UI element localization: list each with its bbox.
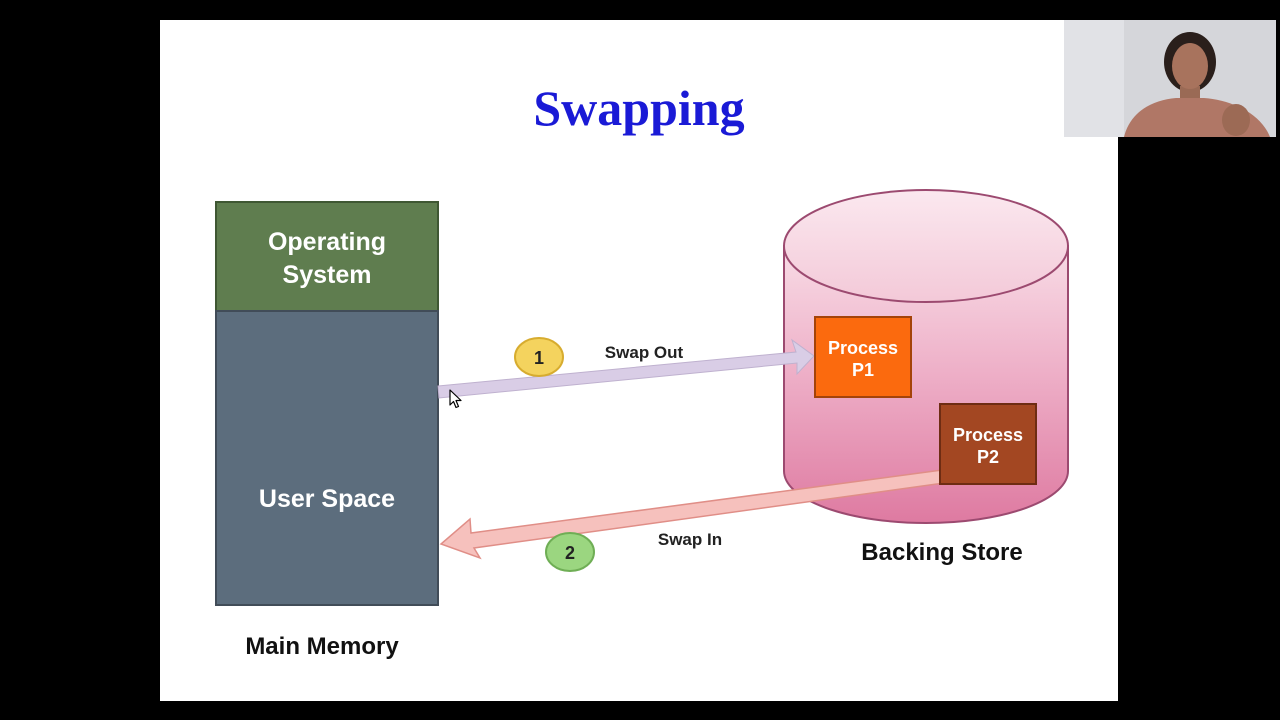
swap-out-arrow <box>437 338 815 399</box>
process-p2-line2: P2 <box>977 447 999 467</box>
presenter-webcam-icon <box>1064 20 1276 137</box>
process-p1-line1: Process <box>828 338 898 358</box>
process-p2-block: Process P2 <box>939 403 1037 485</box>
os-block: Operating System <box>215 201 439 312</box>
slide-title: Swapping <box>533 80 745 136</box>
os-label-line1: Operating <box>268 228 386 256</box>
user-space-label: User Space <box>259 485 395 513</box>
swap-in-arrow <box>439 469 945 560</box>
main-memory-caption: Main Memory <box>245 633 399 660</box>
presenter-webcam <box>1064 20 1276 137</box>
backing-store-caption: Backing Store <box>861 539 1022 566</box>
step-2-number: 2 <box>565 543 575 563</box>
step-1-number: 1 <box>534 348 544 368</box>
process-p1-block: Process P1 <box>814 316 912 398</box>
process-p2-line1: Process <box>953 425 1023 445</box>
step-2-badge: 2 <box>545 532 595 572</box>
user-space-block: User Space <box>215 310 439 606</box>
process-p1-line2: P1 <box>852 360 874 380</box>
os-label-line2: System <box>283 261 372 289</box>
step-1-badge: 1 <box>514 337 564 377</box>
mouse-cursor-icon <box>449 389 462 409</box>
swap-out-label: Swap Out <box>605 343 684 362</box>
swap-in-label: Swap In <box>658 530 722 549</box>
